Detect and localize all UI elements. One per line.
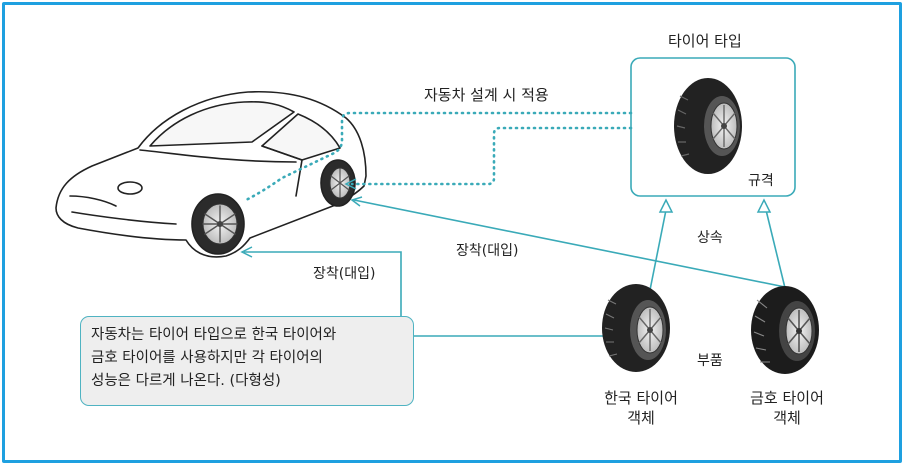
tire-type-title: 타이어 타입: [668, 32, 742, 50]
inherit-arrowhead-hankook: [658, 198, 674, 213]
kumho-tire-icon: [751, 286, 819, 374]
mount-label-upper: 장착(대입): [456, 243, 519, 259]
tire-type-icon: [674, 78, 742, 174]
kumho-tire-caption: 금호 타이어 객체: [732, 388, 842, 428]
hankook-caption-line2: 객체: [627, 409, 655, 427]
part-label: 부품: [697, 353, 723, 369]
mount-arrowhead-lower: [240, 246, 253, 258]
note-line-2: 금호 타이어를 사용하지만 각 타이어의: [91, 350, 323, 366]
mount-arrowhead-upper: [350, 196, 363, 207]
diagram-frame: [2, 2, 902, 463]
hankook-caption-line1: 한국 타이어: [604, 389, 678, 407]
design-apply-connector-lower: [350, 126, 633, 186]
hankook-tire-caption: 한국 타이어 객체: [586, 388, 696, 428]
inherit-connector-hankook: [649, 209, 667, 291]
spec-label: 규격: [748, 173, 774, 189]
mount-connector-note: [244, 251, 402, 316]
mount-connector-kumho: [353, 199, 791, 289]
car-illustration: [55, 90, 367, 258]
mount-label-left: 장착(대입): [313, 266, 376, 282]
note-line-1: 자동차는 타이어 타입으로 한국 타이어와: [91, 327, 337, 343]
note-line-3: 성능은 다르게 나온다. (다형성): [91, 373, 281, 389]
design-apply-arrowhead: [344, 178, 357, 190]
kumho-caption-line1: 금호 타이어: [750, 389, 824, 407]
kumho-caption-line2: 객체: [773, 409, 801, 427]
design-apply-label: 자동차 설계 시 적용: [424, 86, 549, 104]
hankook-tire-icon: [602, 284, 670, 372]
inherit-arrowhead-kumho: [756, 198, 772, 213]
inherit-label: 상속: [697, 230, 723, 246]
inherit-connector-kumho: [765, 209, 786, 289]
polymorphism-note: 자동차는 타이어 타입으로 한국 타이어와 금호 타이어를 사용하지만 각 타이…: [80, 316, 414, 406]
